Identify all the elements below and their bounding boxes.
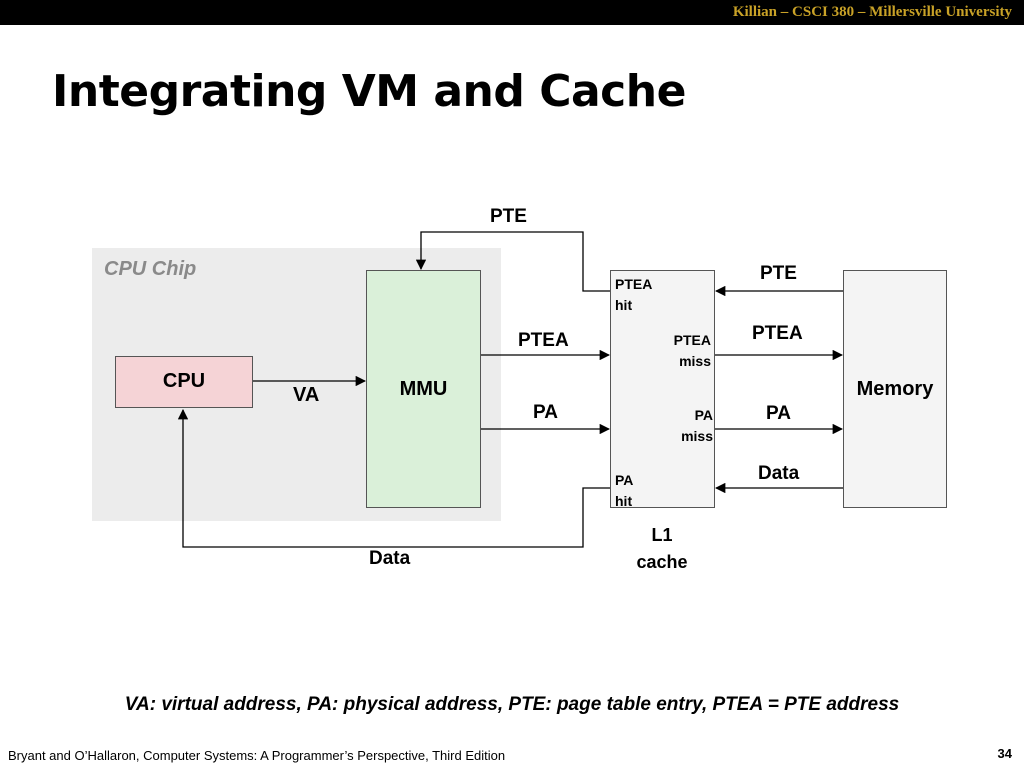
ptea-mmu-label: PTEA [518, 330, 569, 351]
pte-top-label: PTE [490, 206, 527, 227]
pa-hit-label: PA hit [615, 472, 634, 509]
ptea-miss-label: PTEA miss [673, 332, 711, 369]
pa-miss-label: PA miss [681, 407, 713, 444]
slide-title: Integrating VM and Cache [52, 66, 686, 117]
ptea-hit-label: PTEA hit [615, 276, 653, 313]
cpu-label: CPU [162, 370, 206, 392]
memory-box: Memory [843, 270, 947, 508]
l1-cache-label: L1 cache [636, 525, 688, 572]
header-bar: Killian – CSCI 380 – Millersville Univer… [0, 0, 1024, 25]
course-header: Killian – CSCI 380 – Millersville Univer… [732, 4, 1012, 20]
mmu-box: MMU [366, 270, 481, 508]
data-memory-label: Data [758, 463, 800, 484]
cpu-box: CPU [115, 356, 253, 408]
page-number: 34 [997, 746, 1012, 761]
pa-memory-label: PA [766, 403, 791, 424]
citation: Bryant and O’Hallaron, Computer Systems:… [8, 748, 506, 763]
pte-hit-arrow [415, 231, 610, 292]
caption: VA: virtual address, PA: physical addres… [124, 694, 900, 715]
data-hit-arrow [177, 408, 610, 548]
va-label: VA [293, 384, 320, 406]
pa-mmu-label: PA [533, 402, 558, 423]
data-bottom-label: Data [369, 548, 411, 569]
memory-label: Memory [856, 378, 934, 400]
cpu-chip-label: CPU Chip [104, 258, 197, 280]
mmu-label: MMU [399, 378, 448, 400]
pte-memory-label: PTE [760, 263, 797, 284]
ptea-memory-label: PTEA [752, 323, 803, 344]
l1-cache-box [610, 270, 715, 508]
